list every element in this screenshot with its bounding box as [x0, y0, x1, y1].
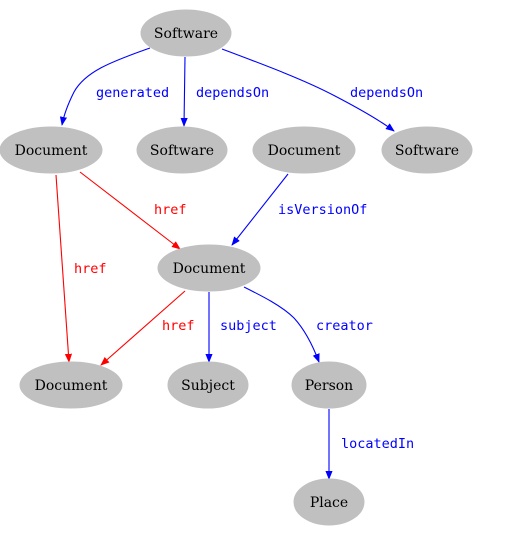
node-place: Place: [293, 478, 365, 526]
edge-label-creator: creator: [316, 318, 373, 334]
edge-label-href-top-center: href: [154, 202, 187, 218]
node-label-document-bottom: Document: [35, 378, 108, 394]
nodes: Software Document Software Document Soft…: [0, 9, 473, 526]
node-label-software-dep2: Software: [395, 143, 459, 159]
edges: generated dependsOn dependsOn href href …: [55, 47, 423, 480]
node-document-center: Document: [157, 244, 261, 292]
node-document-generated: Document: [0, 126, 103, 174]
edge-creator: [243, 286, 320, 363]
node-document-bottom: Document: [19, 361, 123, 409]
node-label-document-generated: Document: [15, 143, 88, 159]
edge-label-generated: generated: [96, 85, 169, 101]
node-person: Person: [291, 361, 367, 409]
edge-label-depends-on-1: dependsOn: [196, 85, 269, 101]
node-software-root: Software: [140, 9, 232, 57]
edge-depends-on-1: [180, 56, 188, 127]
node-software-dep2: Software: [381, 126, 473, 174]
node-label-document-center: Document: [173, 261, 246, 277]
node-label-software-root: Software: [154, 26, 218, 42]
edge-label-subject: subject: [220, 318, 277, 334]
node-label-subject: Subject: [181, 378, 235, 394]
edge-label-depends-on-2: dependsOn: [350, 85, 423, 101]
node-subject: Subject: [167, 361, 249, 409]
edge-depends-on-2: [221, 48, 395, 132]
edge-href-top-center: [79, 171, 181, 250]
edge-is-version-of: [231, 173, 289, 246]
edge-label-located-in: locatedIn: [341, 436, 414, 452]
edge-href-center-bottom: [100, 290, 186, 366]
edge-label-href-left: href: [74, 261, 107, 277]
edge-generated: [59, 47, 151, 126]
node-label-document-version-src: Document: [268, 143, 341, 159]
node-label-place: Place: [310, 495, 348, 511]
node-document-version-src: Document: [252, 126, 356, 174]
node-label-person: Person: [305, 378, 353, 394]
edge-label-href-center-bottom: href: [162, 318, 195, 334]
edge-label-is-version-of: isVersionOf: [278, 202, 367, 218]
edge-href-left: [55, 174, 73, 363]
node-software-dep1: Software: [136, 126, 228, 174]
node-label-software-dep1: Software: [150, 143, 214, 159]
